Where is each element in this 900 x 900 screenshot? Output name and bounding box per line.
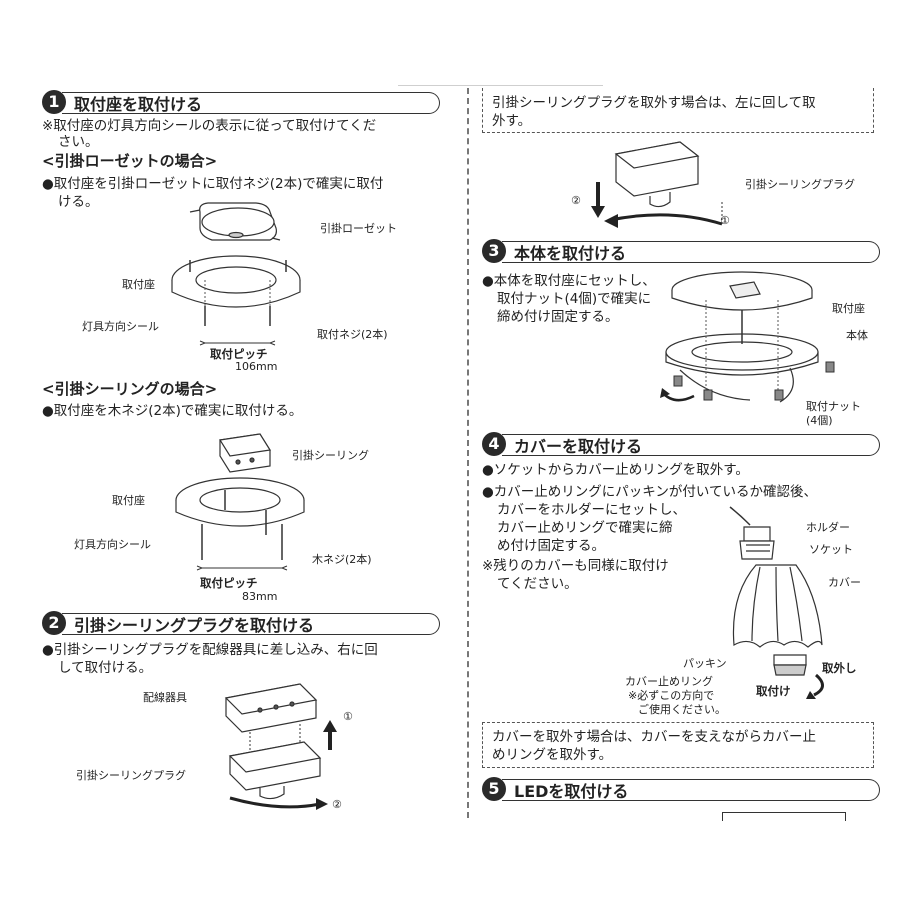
label-base-2: 取付座	[112, 494, 145, 507]
step-number-1: 1	[42, 90, 66, 114]
section-3-text-line3: 締め付け固定する。	[497, 309, 619, 325]
plug-removal-diagram	[591, 141, 723, 228]
ceiling-heading: <引掛シーリングの場合>	[42, 380, 218, 398]
rosette-diagram	[171, 202, 301, 346]
section-1-title: 取付座を取付ける	[74, 95, 203, 114]
step-number-4: 4	[482, 432, 506, 456]
section-4-text-line3: カバーをホルダーにセットし、	[497, 502, 686, 518]
label-step-2: ②	[332, 798, 342, 811]
section-2-header: 2 引掛シーリングプラグを取付ける	[42, 611, 440, 635]
section-3-title: 本体を取付ける	[514, 244, 627, 263]
section-4-header: 4 カバーを取付ける	[482, 432, 880, 456]
section-1-header: 1 取付座を取付ける	[42, 90, 440, 114]
label-step-1: ①	[343, 710, 353, 723]
section-1-note-line1: ※取付座の灯具方向シールの表示に従って取付けてくだ	[42, 118, 377, 134]
label-ceiling: 引掛シーリング	[292, 449, 369, 462]
label-rosette: 引掛ローゼット	[320, 222, 397, 235]
label-holder: ホルダー	[806, 521, 850, 534]
section-2-text-line1: ●引掛シーリングプラグを配線器具に差し込み、右に回	[42, 642, 378, 658]
plug-insert-diagram	[224, 683, 337, 810]
section-4-title: カバーを取付ける	[514, 437, 643, 456]
step-number-2: 2	[42, 611, 66, 635]
label-pitch: 取付ピッチ	[210, 347, 268, 361]
cover-diagram	[729, 506, 824, 699]
section-3-header: 3 本体を取付ける	[482, 239, 880, 263]
label-socket: ソケット	[809, 543, 853, 556]
label-nut-count: (4個)	[806, 414, 833, 427]
label-seal: 灯具方向シール	[82, 320, 159, 333]
section-header-tab	[62, 613, 440, 635]
label-ring: カバー止めリング	[625, 675, 713, 688]
removal-note-line2: 外す。	[492, 113, 532, 129]
section-4-text-line6: ※残りのカバーも同様に取付け	[482, 558, 669, 574]
rosette-text-line2: ける。	[58, 194, 99, 210]
section-5-header: 5 LEDを取付ける	[482, 777, 880, 801]
section-2-text-line2: して取付ける。	[58, 660, 153, 676]
removal-note-line1: 引掛シーリングプラグを取外す場合は、左に回して取	[492, 95, 816, 111]
cover-note-line2: めリングを取外す。	[492, 747, 613, 763]
cover-note-line1: カバーを取外す場合は、カバーを支えながらカバー止	[492, 729, 816, 745]
label-base: 取付座	[122, 278, 155, 291]
label-step-2b: ②	[571, 194, 581, 207]
rosette-text-line1: ●取付座を引掛ローゼットに取付ネジ(2本)で確実に取付	[42, 176, 384, 192]
section-3-text-line1: ●本体を取付座にセットし、	[482, 273, 656, 289]
section-4-text-line1: ●ソケットからカバー止めリングを取外す。	[482, 462, 749, 478]
label-pitch-value: 106mm	[235, 360, 278, 373]
section-header-tab	[502, 241, 880, 263]
label-step-1b: ①	[720, 214, 730, 227]
column-divider	[467, 88, 469, 818]
section-4-text-line4: カバー止めリングで確実に締	[497, 520, 673, 536]
section-header-tab	[502, 434, 880, 456]
ceiling-diagram	[175, 433, 305, 571]
label-wiring-device: 配線器具	[143, 691, 187, 704]
label-base-3: 取付座	[832, 302, 865, 315]
label-cover: カバー	[828, 576, 861, 589]
led-figure-frame	[722, 812, 846, 821]
section-2-title: 引掛シーリングプラグを取付ける	[74, 616, 315, 635]
section-5-title: LEDを取付ける	[514, 782, 629, 801]
step-number-3: 3	[482, 239, 506, 263]
label-body: 本体	[846, 329, 868, 342]
body-mount-diagram	[660, 271, 835, 403]
label-screw: 取付ネジ(2本)	[317, 328, 388, 341]
top-rule	[398, 85, 603, 86]
section-3-text-line2: 取付ナット(4個)で確実に	[497, 291, 652, 307]
label-ring-note1: ※必ずこの方向で	[628, 689, 715, 702]
section-header-tab	[502, 779, 880, 801]
section-4-text-line7: てください。	[497, 576, 578, 592]
rosette-heading: <引掛ローゼットの場合>	[42, 152, 218, 170]
step-number-5: 5	[482, 777, 506, 801]
label-ceiling-plug: 引掛シーリングプラグ	[76, 769, 186, 782]
label-nut: 取付ナット	[806, 400, 861, 413]
label-pitch-value-2: 83mm	[242, 590, 278, 603]
label-remove: 取外し	[822, 661, 857, 675]
section-header-tab	[62, 92, 440, 114]
section-4-text-line2: ●カバー止めリングにパッキンが付いているか確認後、	[482, 484, 817, 500]
label-wood-screw: 木ネジ(2本)	[312, 553, 372, 566]
section-1-note-line2: さい。	[58, 134, 99, 150]
removal-note-box	[482, 88, 874, 133]
label-seal-2: 灯具方向シール	[74, 538, 151, 551]
label-ceiling-plug-2: 引掛シーリングプラグ	[745, 178, 855, 191]
cover-note-box	[482, 722, 874, 768]
label-attach: 取付け	[756, 684, 791, 698]
section-4-text-line5: め付け固定する。	[497, 538, 605, 554]
ceiling-text: ●取付座を木ネジ(2本)で確実に取付ける。	[42, 403, 303, 419]
label-ring-note2: ご使用ください。	[638, 703, 726, 716]
label-packing: パッキン	[683, 657, 727, 670]
label-pitch-2: 取付ピッチ	[200, 576, 258, 590]
